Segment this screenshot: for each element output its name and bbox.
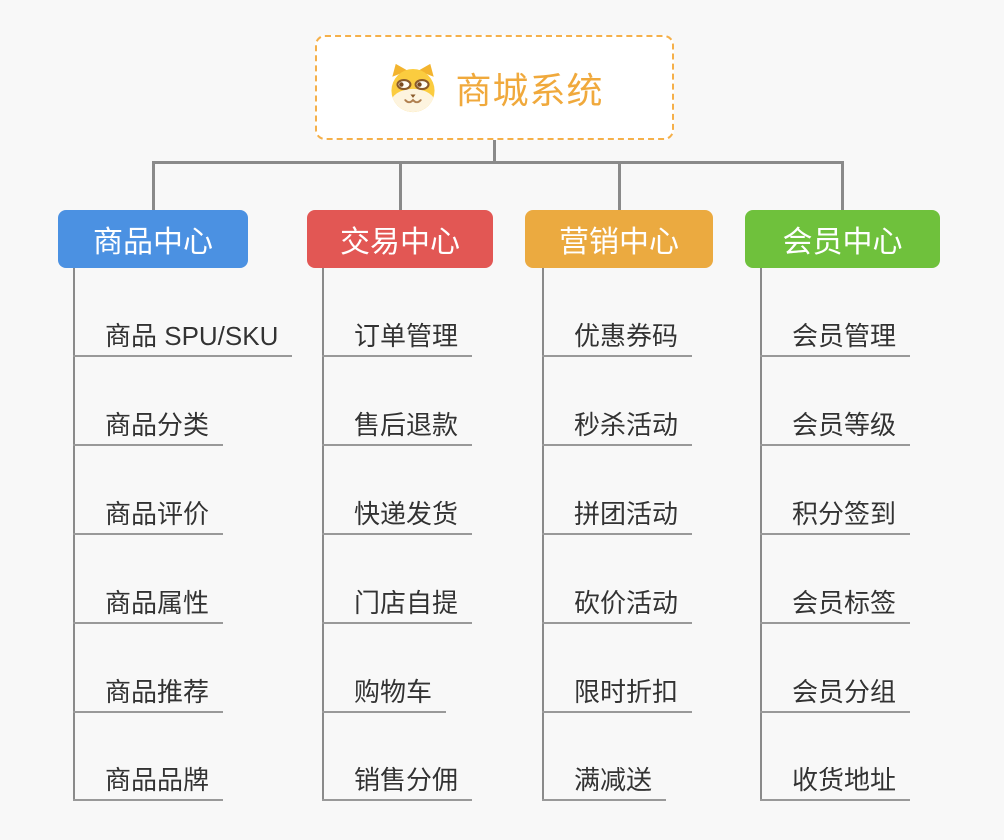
root-topic[interactable]: 商城系统 <box>315 35 674 140</box>
connector-branch-drop <box>841 161 844 210</box>
child-topic[interactable]: 会员标签 <box>760 584 911 624</box>
child-topic[interactable]: 限时折扣 <box>542 673 693 713</box>
child-topic[interactable]: 商品推荐 <box>73 673 224 713</box>
connector-bus <box>152 161 843 164</box>
child-topic[interactable]: 砍价活动 <box>542 584 693 624</box>
child-topic[interactable]: 会员等级 <box>760 406 911 446</box>
child-topic[interactable]: 商品属性 <box>73 584 224 624</box>
child-topic[interactable]: 订单管理 <box>322 317 473 357</box>
child-topic[interactable]: 收货地址 <box>760 761 911 801</box>
child-topic[interactable]: 满减送 <box>542 761 667 801</box>
child-topic[interactable]: 会员分组 <box>760 673 911 713</box>
child-topic[interactable]: 商品品牌 <box>73 761 224 801</box>
child-topic[interactable]: 商品 SPU/SKU <box>73 317 293 357</box>
child-topic[interactable]: 拼团活动 <box>542 495 693 535</box>
child-topic[interactable]: 快递发货 <box>322 495 473 535</box>
branch-topic-marketing[interactable]: 营销中心 <box>525 210 713 268</box>
branch-topic-trade[interactable]: 交易中心 <box>307 210 493 268</box>
connector-branch-drop <box>399 161 402 210</box>
branch-topic-members[interactable]: 会员中心 <box>745 210 940 268</box>
connector-root-drop <box>493 138 496 164</box>
child-topic[interactable]: 商品评价 <box>73 495 224 535</box>
branch-topic-products[interactable]: 商品中心 <box>58 210 248 268</box>
connector-branch-drop <box>618 161 621 210</box>
child-topic[interactable]: 购物车 <box>322 673 447 713</box>
root-topic-title: 商城系统 <box>455 69 604 111</box>
child-topic[interactable]: 销售分佣 <box>322 761 473 801</box>
child-topic[interactable]: 会员管理 <box>760 317 911 357</box>
child-topic[interactable]: 积分签到 <box>760 495 911 535</box>
child-topic[interactable]: 优惠券码 <box>542 317 693 357</box>
connector-branch-drop <box>152 161 155 210</box>
child-topic[interactable]: 商品分类 <box>73 406 224 446</box>
child-topic[interactable]: 秒杀活动 <box>542 406 693 446</box>
child-topic[interactable]: 售后退款 <box>322 406 473 446</box>
shiba-dog-icon <box>391 63 436 112</box>
child-topic[interactable]: 门店自提 <box>322 584 473 624</box>
